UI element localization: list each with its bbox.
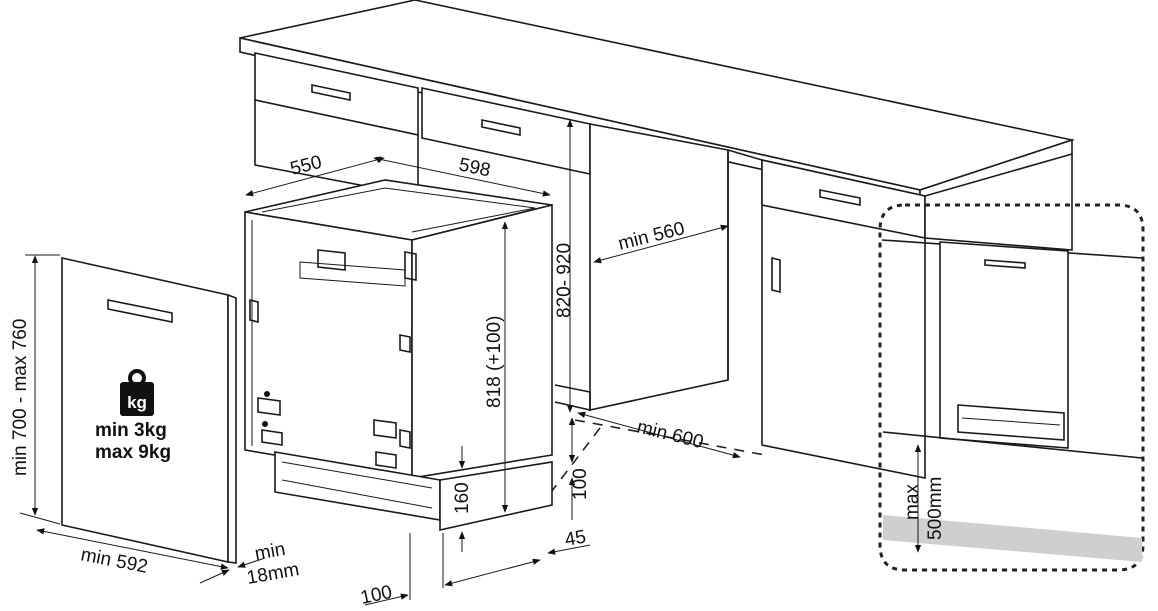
niche — [544, 123, 766, 501]
panel-thickness-min-label: min — [253, 539, 287, 565]
panel-width-label: min 592 — [79, 544, 149, 578]
dimension-plinth-height: 160 — [452, 446, 473, 552]
detail-value-label: 500mm — [925, 477, 946, 540]
base-clearance-label: 100 — [570, 468, 591, 500]
inset-handle-icon — [984, 259, 1026, 269]
plinth-offset-label: 100 — [359, 582, 394, 609]
cabinet-height-label: 820- 920 — [554, 243, 575, 318]
panel-handle-icon — [107, 299, 173, 323]
kg-weight-icon: kg — [120, 369, 154, 416]
plinth-depth-label: 45 — [563, 527, 587, 551]
width-label: 598 — [457, 154, 492, 181]
drawer-handle-icon — [311, 84, 351, 101]
detail-max-label: max — [902, 484, 923, 520]
dimension-plinth-offset: 100 — [359, 533, 541, 609]
panel-height-label: min 700 - max 760 — [10, 319, 31, 476]
dimension-appliance-height: 818 (+100) — [484, 221, 509, 513]
dimension-clearance-width: min 600 — [577, 411, 741, 459]
dimension-base-clearance: 100 — [568, 417, 591, 520]
kg-symbol-text: kg — [127, 393, 147, 412]
panel-weight-min-label: min 3kg — [95, 420, 167, 441]
panel-thickness-value-label: 18mm — [245, 559, 301, 589]
dimension-plinth-depth: 45 — [547, 527, 591, 555]
plinth-height-label: 160 — [452, 482, 473, 514]
drawer-handle-icon — [481, 119, 521, 136]
clearance-width-label: min 600 — [635, 416, 706, 453]
furniture-door-panel: kg min 3kg max 9kg — [61, 257, 237, 564]
dishwasher-body — [244, 179, 553, 531]
door-handle-icon — [771, 256, 781, 294]
dimension-width: 598 — [373, 154, 551, 197]
dimension-cabinet-height: 820- 920 — [554, 119, 575, 413]
panel-weight-max-label: max 9kg — [95, 442, 171, 463]
drawer-handle-icon — [819, 189, 861, 206]
appliance-height-label: 818 (+100) — [484, 316, 505, 408]
dimension-panel-height: min 700 - max 760 — [10, 254, 61, 525]
detail-inset: max 500mm — [878, 203, 1145, 572]
